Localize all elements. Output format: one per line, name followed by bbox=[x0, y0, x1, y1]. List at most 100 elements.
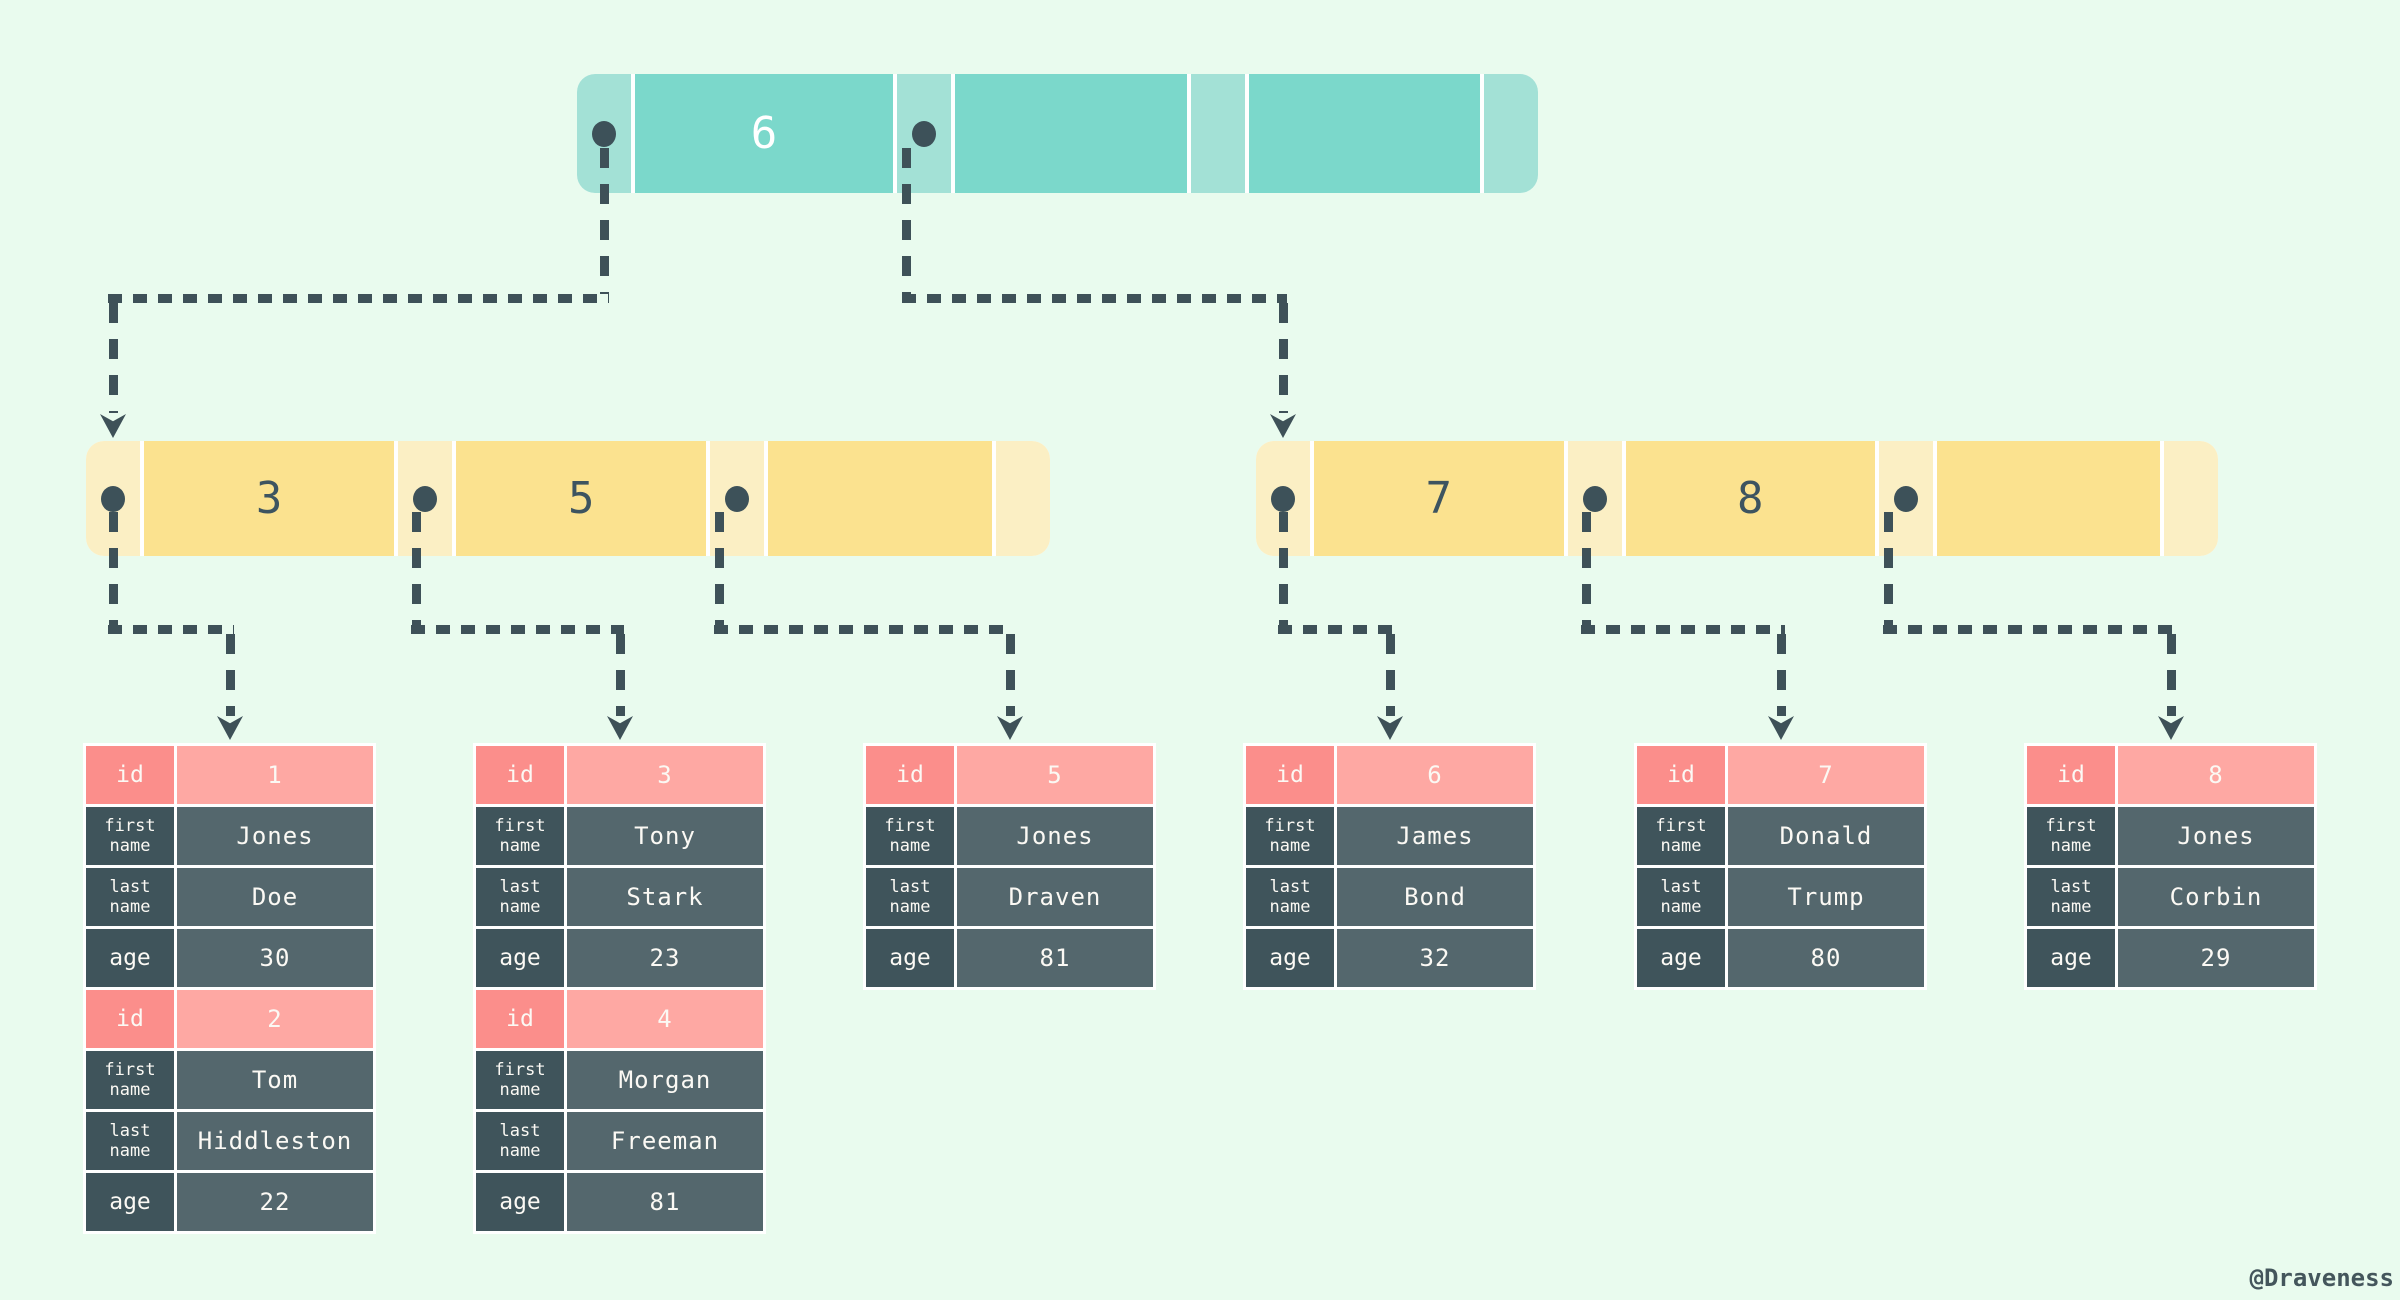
arrowhead-icon bbox=[100, 414, 126, 438]
arrowhead-icon bbox=[1768, 716, 1794, 740]
arrow-segment bbox=[1279, 303, 1288, 413]
record-field-value: Tom bbox=[177, 1051, 373, 1109]
root-key-cell-0: 6 bbox=[635, 74, 893, 193]
root-pointer-cell-1 bbox=[897, 74, 951, 193]
arrow-segment bbox=[1006, 634, 1015, 716]
record-field-label: id bbox=[476, 746, 564, 804]
left-child-key-cell-2 bbox=[768, 441, 993, 556]
record-field-value: 6 bbox=[1337, 746, 1533, 804]
record-field-label: age bbox=[1246, 929, 1334, 987]
record-field-value: 1 bbox=[177, 746, 373, 804]
root-key-cell-1 bbox=[955, 74, 1187, 193]
record-field-value: Jones bbox=[2118, 807, 2314, 865]
record-field-value: Tony bbox=[567, 807, 763, 865]
record-field-label: age bbox=[1637, 929, 1725, 987]
record-field-label: last name bbox=[866, 868, 954, 926]
record-field-label: id bbox=[1637, 746, 1725, 804]
arrow-segment bbox=[1386, 634, 1395, 716]
record-field-label: last name bbox=[86, 1112, 174, 1170]
right-child-key-cell-0: 7 bbox=[1314, 441, 1564, 556]
record-field-value: 7 bbox=[1728, 746, 1924, 804]
record-field-value: Stark bbox=[567, 868, 763, 926]
record-field-value: 22 bbox=[177, 1173, 373, 1231]
pointer-dot bbox=[1271, 485, 1295, 512]
arrow-segment bbox=[902, 294, 1287, 303]
record-field-label: first name bbox=[1246, 807, 1334, 865]
record-field-value: Corbin bbox=[2118, 868, 2314, 926]
record-field-value: Bond bbox=[1337, 868, 1533, 926]
record-field-value: 81 bbox=[957, 929, 1153, 987]
record-field-label: id bbox=[86, 990, 174, 1048]
arrow-segment bbox=[1278, 625, 1394, 634]
record-field-value: 80 bbox=[1728, 929, 1924, 987]
arrow-segment bbox=[2167, 634, 2176, 716]
arrow-segment bbox=[108, 294, 609, 303]
record-field-label: age bbox=[866, 929, 954, 987]
right-child-key-cell-1: 8 bbox=[1625, 441, 1875, 556]
arrow-segment bbox=[714, 625, 1014, 634]
record-field-label: first name bbox=[866, 807, 954, 865]
btree-left-child-node: 3 5 bbox=[86, 441, 1050, 556]
left-child-pointer-cell-0 bbox=[86, 441, 140, 556]
record-field-label: last name bbox=[476, 1112, 564, 1170]
left-child-key-cell-1: 5 bbox=[456, 441, 707, 556]
root-pointer-cell-3 bbox=[1484, 74, 1538, 193]
record-field-label: last name bbox=[1246, 868, 1334, 926]
record-field-label: id bbox=[86, 746, 174, 804]
record-field-label: id bbox=[866, 746, 954, 804]
arrow-segment bbox=[109, 303, 118, 413]
record-field-label: age bbox=[476, 1173, 564, 1231]
record-field-value: 32 bbox=[1337, 929, 1533, 987]
record-field-value: Doe bbox=[177, 868, 373, 926]
pointer-dot bbox=[912, 120, 936, 147]
record-field-value: 23 bbox=[567, 929, 763, 987]
record-field-value: 30 bbox=[177, 929, 373, 987]
arrowhead-icon bbox=[1270, 414, 1296, 438]
record-field-label: id bbox=[1246, 746, 1334, 804]
btree-right-child-node: 7 8 bbox=[1256, 441, 2218, 556]
record-field-label: age bbox=[476, 929, 564, 987]
record-field-value: Morgan bbox=[567, 1051, 763, 1109]
record-field-label: first name bbox=[1637, 807, 1725, 865]
record-field-label: last name bbox=[2027, 868, 2115, 926]
pointer-dot bbox=[725, 485, 750, 512]
right-child-pointer-cell-3 bbox=[2164, 441, 2218, 556]
right-child-pointer-cell-2 bbox=[1879, 441, 1933, 556]
right-child-pointer-cell-1 bbox=[1567, 441, 1622, 556]
record-field-label: first name bbox=[476, 1051, 564, 1109]
record-field-value: Trump bbox=[1728, 868, 1924, 926]
arrowhead-icon bbox=[217, 716, 243, 740]
record-field-value: 4 bbox=[567, 990, 763, 1048]
pointer-dot bbox=[592, 120, 616, 147]
arrow-segment bbox=[1581, 625, 1785, 634]
record-field-value: 81 bbox=[567, 1173, 763, 1231]
arrowhead-icon bbox=[2158, 716, 2184, 740]
record-field-value: 5 bbox=[957, 746, 1153, 804]
record-field-value: 8 bbox=[2118, 746, 2314, 804]
left-child-pointer-cell-3 bbox=[996, 441, 1050, 556]
left-child-pointer-cell-1 bbox=[398, 441, 453, 556]
root-pointer-cell-0 bbox=[577, 74, 631, 193]
btree-root-node: 6 bbox=[577, 74, 1538, 193]
pointer-dot bbox=[1894, 485, 1918, 512]
record-field-label: last name bbox=[476, 868, 564, 926]
record-field-value: Hiddleston bbox=[177, 1112, 373, 1170]
arrow-segment bbox=[1883, 625, 2175, 634]
record-field-label: age bbox=[86, 929, 174, 987]
arrow-segment bbox=[1777, 634, 1786, 716]
record-field-value: 29 bbox=[2118, 929, 2314, 987]
arrow-segment bbox=[411, 625, 624, 634]
record-field-label: first name bbox=[2027, 807, 2115, 865]
root-key-cell-2 bbox=[1248, 74, 1480, 193]
record-field-value: Jones bbox=[177, 807, 373, 865]
record-field-value: Freeman bbox=[567, 1112, 763, 1170]
record-field-label: first name bbox=[476, 807, 564, 865]
record-field-label: age bbox=[86, 1173, 174, 1231]
record-field-value: James bbox=[1337, 807, 1533, 865]
right-child-pointer-cell-0 bbox=[1256, 441, 1310, 556]
arrow-segment bbox=[226, 634, 235, 716]
